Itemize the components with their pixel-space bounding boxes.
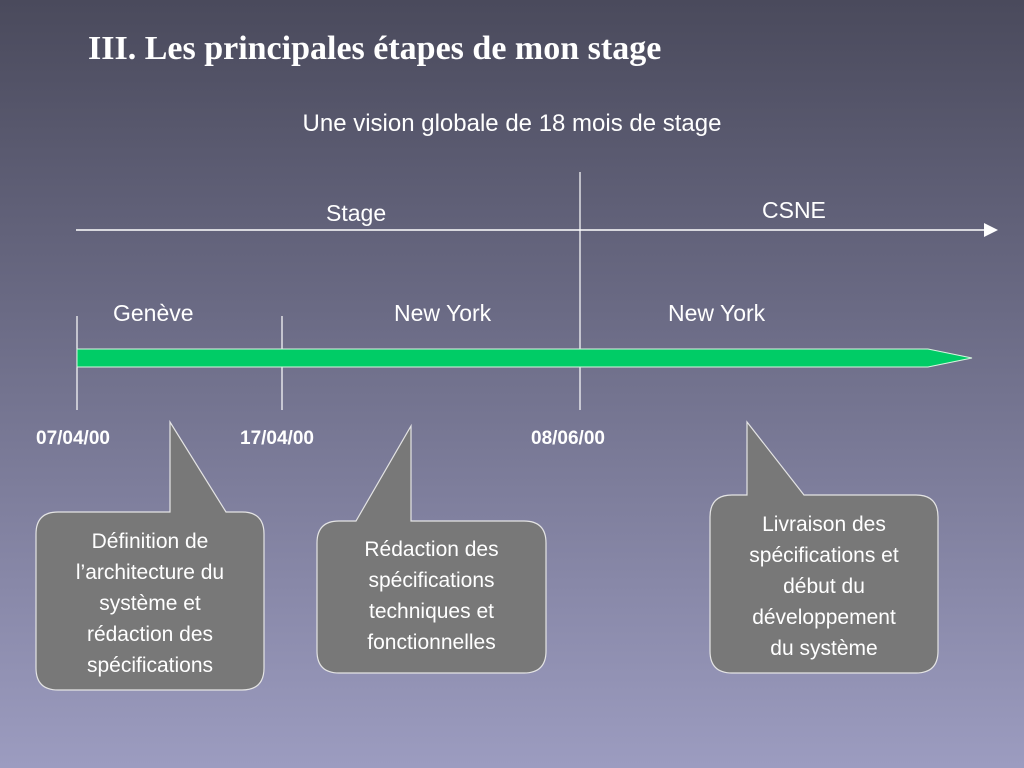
phase-label-csne: CSNE	[762, 197, 826, 223]
phase-label-stage: Stage	[326, 200, 387, 226]
location-label-new-york-1: New York	[394, 300, 492, 326]
callout-1-text: Définition de l’architecture du système …	[75, 530, 225, 677]
callout-3-shape	[709, 420, 939, 674]
callout-3-text: Livraison des spécifications et début du…	[749, 513, 899, 660]
callout-2-text: Rédaction des spécifications techniques …	[364, 538, 499, 654]
callout-1-shape	[35, 419, 265, 691]
phase-axis-arrowhead	[984, 223, 998, 237]
date-label-newyork: 17/04/00	[240, 428, 314, 449]
slide-subtitle: Une vision globale de 18 mois de stage	[302, 110, 722, 137]
timeline-bar	[76, 348, 973, 368]
callout-2-shape	[316, 423, 547, 674]
location-label-new-york-2: New York	[668, 300, 766, 326]
slide-title: III. Les principales étapes de mon stage	[88, 30, 662, 67]
date-label-csne: 08/06/00	[531, 428, 605, 449]
date-label-start: 07/04/00	[36, 428, 110, 449]
location-label-geneve: Genève	[113, 300, 194, 326]
